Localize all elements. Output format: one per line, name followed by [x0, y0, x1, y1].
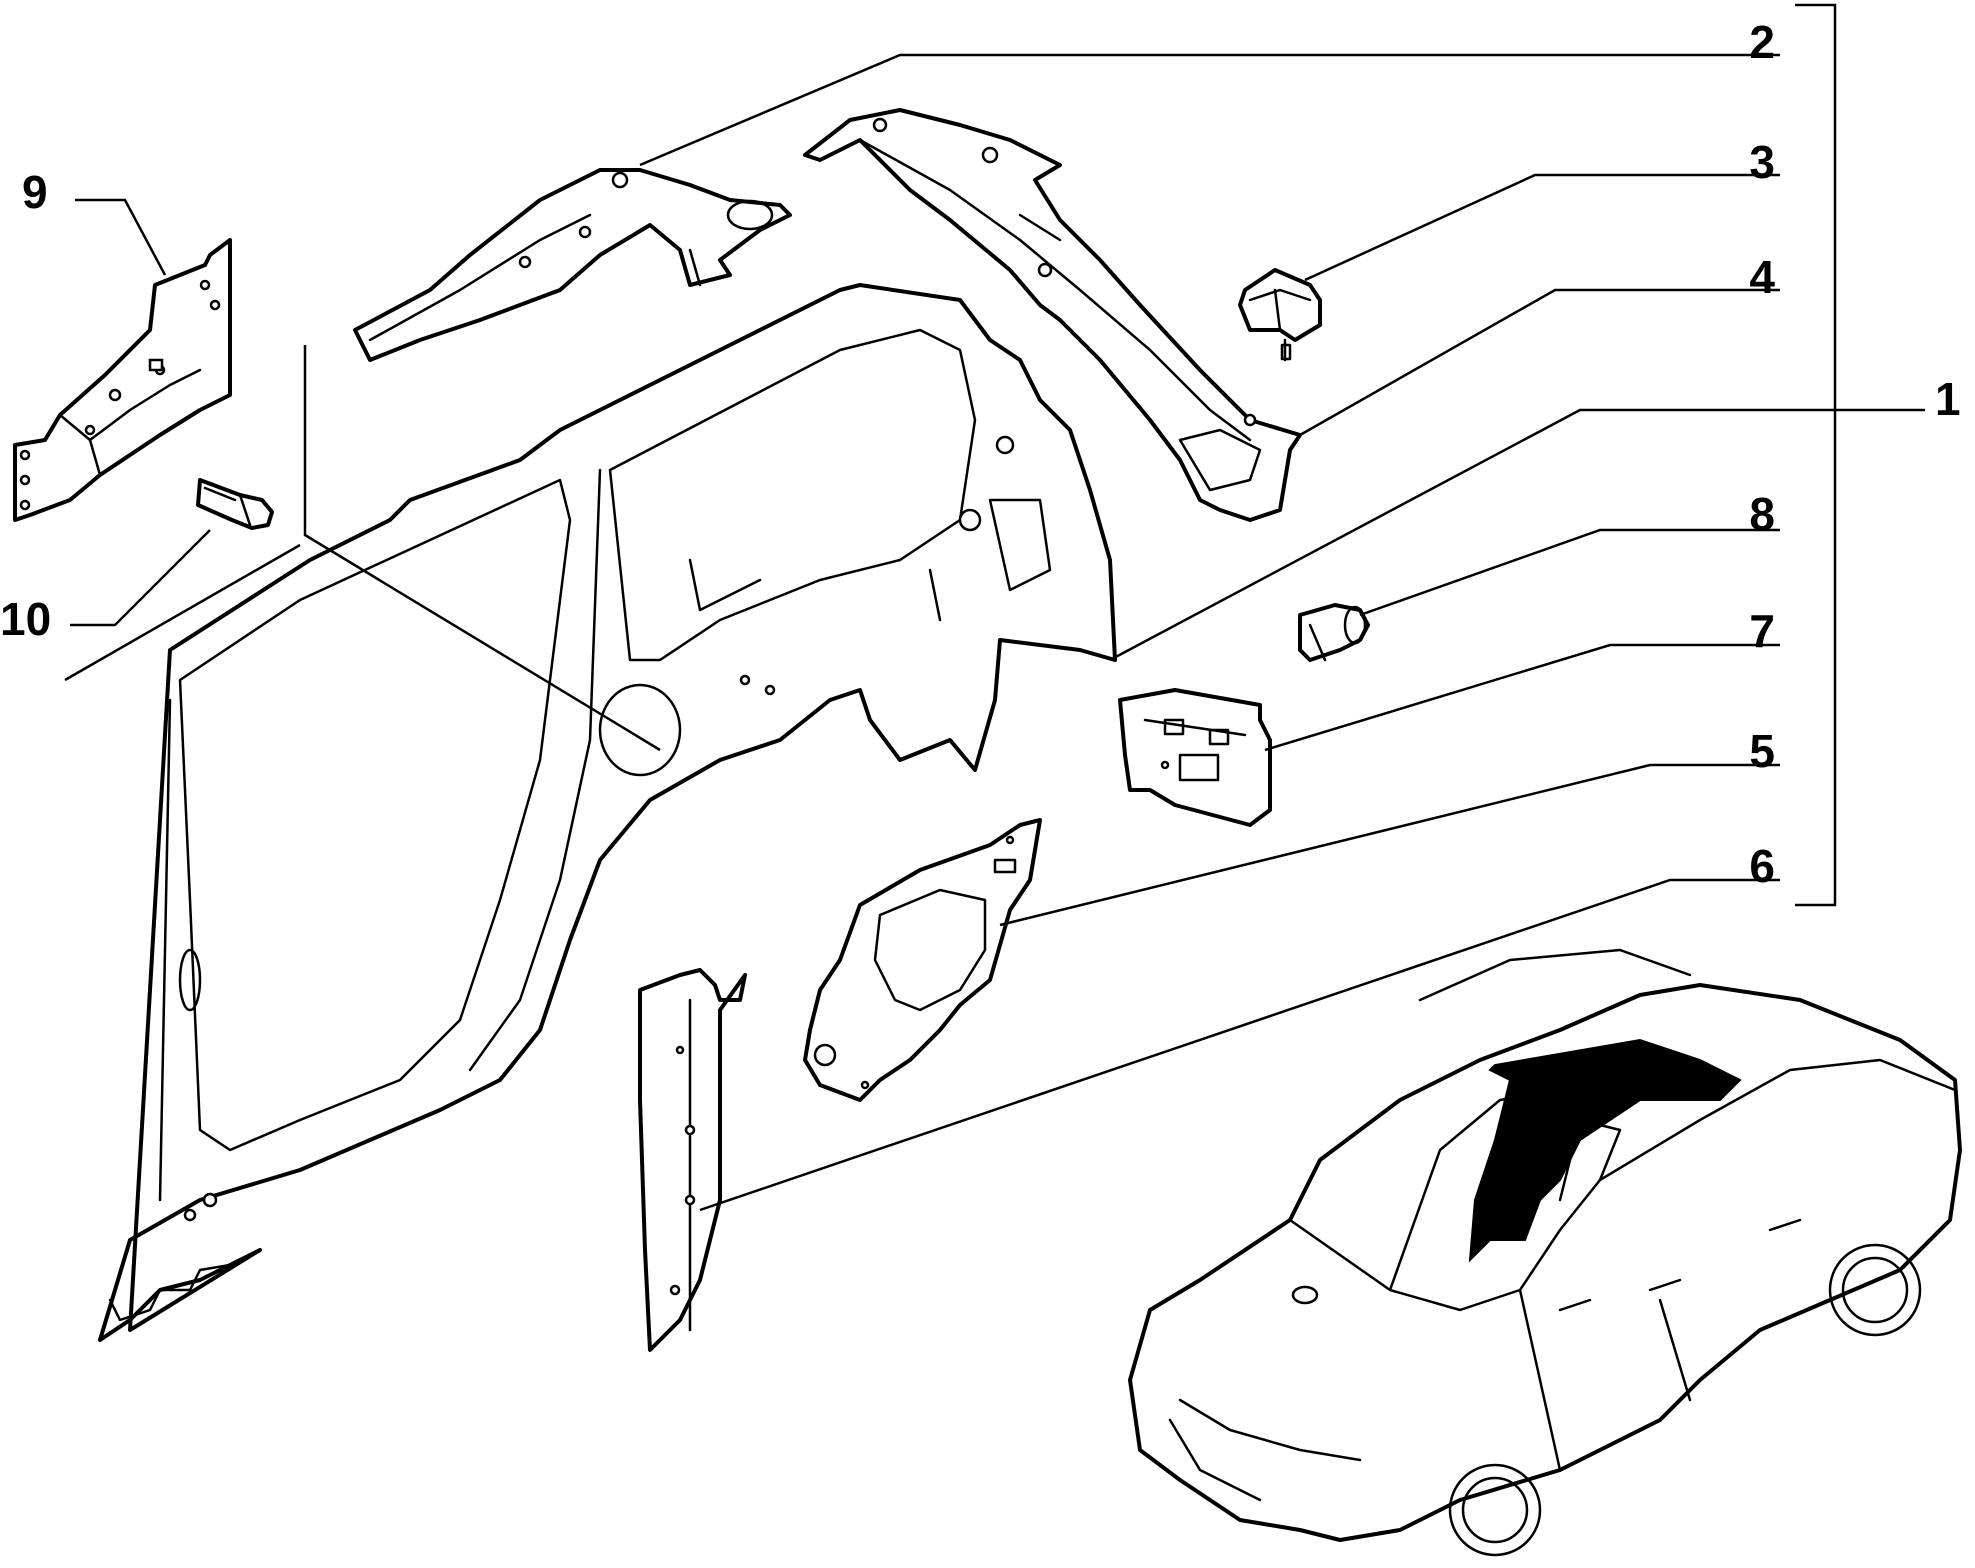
part-10-bolt: [196, 478, 274, 530]
callout-labels: 2 3 4 1 8 7 5 6 9 10: [0, 16, 1961, 892]
leader-line-7: [1264, 643, 1780, 752]
leader-line-3: [1304, 173, 1780, 282]
part-9-pillar-bracket: [13, 238, 232, 522]
callout-10: 10: [0, 593, 51, 645]
part-6-pillar: [638, 968, 747, 1352]
part-7-plate: [1118, 688, 1272, 827]
callout-4: 4: [1749, 251, 1775, 303]
leader-line-5: [999, 763, 1780, 927]
callout-2: 2: [1749, 16, 1775, 68]
leader-lines: [64, 3, 1925, 1212]
leader-line-2: [639, 53, 1780, 167]
part-4-roof-rail-rear: [803, 108, 1302, 522]
leader-line-8: [1359, 528, 1780, 617]
leader-line-panel-a: [303, 345, 661, 752]
group-bracket: [1795, 3, 1837, 907]
part-1-side-panel: [98, 283, 1117, 1342]
callout-8: 8: [1749, 488, 1775, 540]
leader-line-panel-b: [64, 543, 301, 682]
leader-line-9: [75, 198, 167, 276]
leader-line-4: [1299, 288, 1780, 437]
callout-1: 1: [1935, 373, 1961, 425]
leader-line-10: [70, 529, 211, 627]
part-2-roof-rail: [353, 168, 792, 362]
callout-6: 6: [1749, 840, 1775, 892]
part-5-arch-panel: [803, 818, 1042, 1102]
callout-7: 7: [1749, 605, 1775, 657]
callout-3: 3: [1749, 136, 1775, 188]
callout-5: 5: [1749, 725, 1775, 777]
part-3-bracket: [1238, 268, 1322, 362]
leader-line-1: [1109, 408, 1925, 662]
callout-9: 9: [22, 166, 48, 218]
part-8-grommet: [1298, 603, 1370, 662]
leader-line-6: [699, 878, 1780, 1212]
vehicle-thumbnail: [1128, 948, 1962, 1557]
